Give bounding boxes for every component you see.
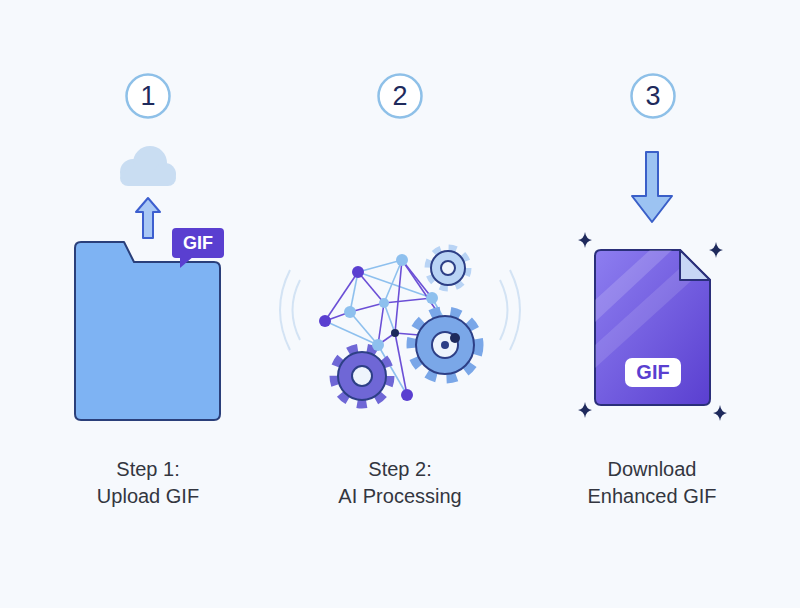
network-dot xyxy=(401,389,413,401)
step-number-text: 2 xyxy=(392,81,407,112)
network-link xyxy=(350,312,378,345)
network-link xyxy=(384,298,432,303)
step-number-text: 3 xyxy=(645,81,660,112)
network-dot xyxy=(372,339,384,351)
network-dot xyxy=(344,306,356,318)
step-caption: Step 1: xyxy=(116,458,179,481)
network-link xyxy=(378,303,384,345)
step-caption: Upload GIF xyxy=(97,485,199,508)
gear-axle xyxy=(441,341,449,349)
file-type-badge: GIF xyxy=(625,358,681,387)
network-dots xyxy=(319,254,460,401)
document-fold xyxy=(680,250,710,280)
gear-body xyxy=(338,352,386,400)
step-caption: Enhanced GIF xyxy=(588,485,717,508)
network-link xyxy=(325,272,358,321)
cloud-part xyxy=(120,170,176,186)
sparkles xyxy=(578,232,727,421)
gear-teeth xyxy=(335,349,389,403)
network-link xyxy=(350,272,358,312)
network-dot xyxy=(352,266,364,278)
gear-teeth xyxy=(413,313,477,377)
gear-teeth xyxy=(429,249,467,287)
sparkle xyxy=(713,405,727,421)
wave-arc xyxy=(293,280,301,340)
document-icon xyxy=(595,250,710,405)
step-caption: AI Processing xyxy=(338,485,461,508)
gear-small xyxy=(429,249,467,287)
circle-shape xyxy=(379,75,422,118)
step-caption: Download xyxy=(608,458,697,481)
network-link xyxy=(358,260,402,272)
network-link xyxy=(395,333,407,395)
network-dot xyxy=(391,329,399,337)
gear-body xyxy=(416,316,474,374)
step-number-text: 1 xyxy=(140,81,155,112)
network-dot xyxy=(426,292,438,304)
circle-shape xyxy=(127,75,170,118)
gear-body xyxy=(431,251,465,285)
download-arrow xyxy=(632,152,672,222)
network-dot xyxy=(450,333,460,343)
network-link xyxy=(325,321,378,345)
upload-arrow xyxy=(136,198,160,238)
network-dot xyxy=(379,298,389,308)
folder-icon xyxy=(75,242,220,420)
cloud-icon xyxy=(120,146,176,186)
gear-hub xyxy=(441,261,455,275)
file-type-text: GIF xyxy=(183,233,213,254)
file-type-tag: GIF xyxy=(172,228,224,258)
gear-large xyxy=(413,313,477,377)
wave-arc xyxy=(500,280,508,340)
gear-left xyxy=(335,349,389,403)
step-caption: Step 2: xyxy=(368,458,431,481)
file-type-text: GIF xyxy=(636,361,669,384)
sparkle xyxy=(578,232,592,248)
step-number: 1 xyxy=(125,73,171,119)
wave-arc xyxy=(510,270,520,350)
sparkle xyxy=(578,402,592,418)
step-number: 3 xyxy=(630,73,676,119)
document-shine xyxy=(595,250,712,368)
network-dot xyxy=(319,315,331,327)
wave-arc xyxy=(280,270,290,350)
gear-hub xyxy=(352,366,372,386)
network-link xyxy=(395,260,402,333)
step-number: 2 xyxy=(377,73,423,119)
sparkle xyxy=(709,242,723,258)
network-dot xyxy=(396,254,408,266)
shine-stripe xyxy=(595,250,712,368)
circle-shape xyxy=(632,75,675,118)
